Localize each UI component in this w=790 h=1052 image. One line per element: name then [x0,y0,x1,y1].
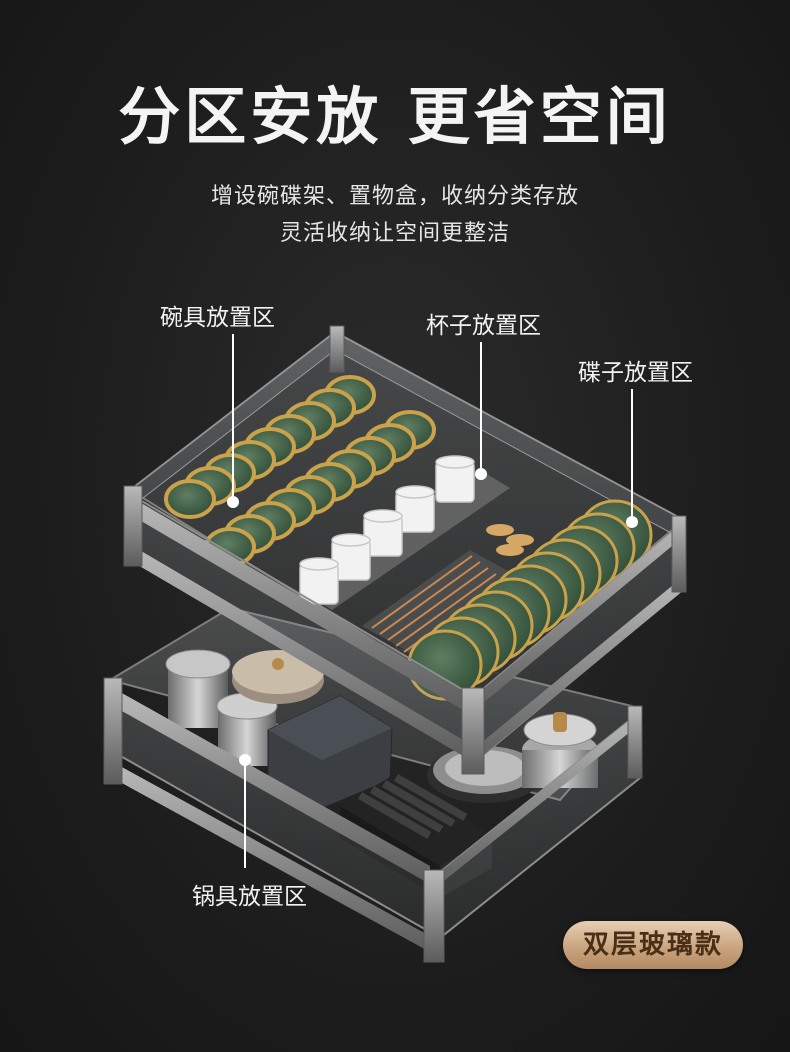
dish-zone-label: 碟子放置区 [578,360,693,386]
cup-zone-label: 杯子放置区 [426,313,541,339]
subtitle-line-1: 增设碗碟架、置物盒，收纳分类存放 [210,184,579,209]
bowl-rack [164,375,436,567]
pot-zone-label: 锅具放置区 [192,884,307,910]
callout-lines [227,334,638,868]
subtitle-line-2: 灵活收纳让空间更整洁 [279,221,510,246]
dish-rack [407,499,653,701]
double-glass-badge: 双层玻璃款 [563,921,743,969]
headline: 分区安放 更省空间 [118,80,672,153]
bowl-zone-label: 碗具放置区 [160,305,275,331]
cup-tray [299,455,510,610]
upper-basket [123,325,687,775]
